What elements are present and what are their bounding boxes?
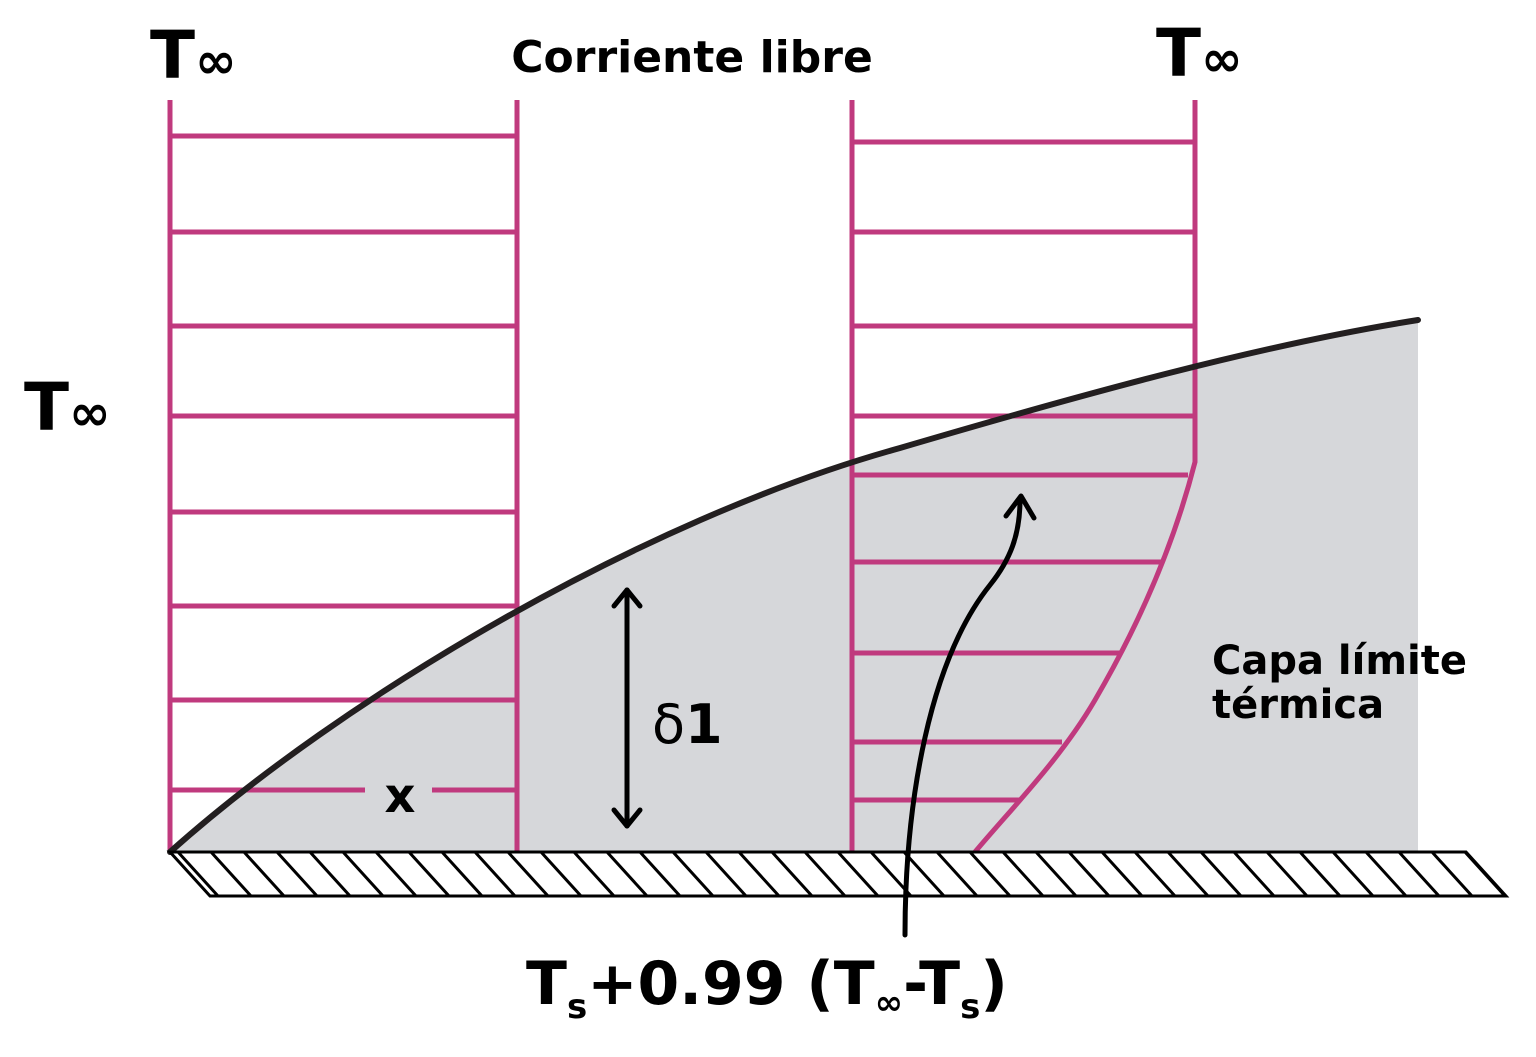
x-position-label: x [385, 768, 416, 824]
formula-pointer-arrow [902, 493, 1037, 938]
wall-hatch-line [308, 850, 352, 898]
wall-hatch-line [209, 850, 253, 898]
wall-hatch-line [737, 850, 781, 898]
wall-hatch-line [374, 850, 418, 898]
wall-hatch-line [1298, 850, 1342, 898]
right-temperature-profile [849, 100, 1198, 854]
wall-hatch-line [1397, 850, 1441, 898]
hatched-wall [166, 850, 1510, 898]
right-profile-edge [973, 100, 1198, 854]
wall-hatch-line [968, 850, 1012, 898]
wall-hatch-line [1331, 850, 1375, 898]
wall-hatch-line [1001, 850, 1045, 898]
wall-hatch-line [242, 850, 286, 898]
left-temperature-profile [167, 100, 520, 852]
wall-hatch-line [605, 850, 649, 898]
delta-label: δ1 [652, 693, 723, 756]
wall-hatch-line [1166, 850, 1210, 898]
boundary-layer-label-line1: Capa límite [1212, 638, 1467, 684]
pointer-arrow-head [1003, 493, 1037, 521]
wall-hatch-line [1430, 850, 1474, 898]
pointer-arrow-shaft [902, 497, 1023, 938]
wall-hatch-line [539, 850, 583, 898]
wall-hatch-line [1034, 850, 1078, 898]
t-infinity-side: T∞ [24, 369, 111, 446]
boundary-layer-region [170, 320, 1418, 852]
wall-hatch-line [1133, 850, 1177, 898]
wall-hatch-line [803, 850, 847, 898]
wall-hatch-line [638, 850, 682, 898]
wall-hatch-line [704, 850, 748, 898]
wall-hatch-line [572, 850, 616, 898]
boundary-layer-edge-curve [167, 317, 1421, 855]
wall-hatch-line [836, 850, 880, 898]
wall-hatch-line [1364, 850, 1408, 898]
wall-hatch-line [176, 850, 220, 898]
delta-arrow-head-top [611, 587, 643, 609]
wall-hatch-line [902, 850, 946, 898]
wall-hatch-line [1463, 850, 1507, 898]
wall-hatch-line [341, 850, 385, 898]
wall-hatch-line [935, 850, 979, 898]
wall-hatch-line [770, 850, 814, 898]
free-stream-label: Corriente libre [511, 32, 873, 83]
wall-hatch-line [473, 850, 517, 898]
wall-hatch-line [440, 850, 484, 898]
delta-thickness-arrow [611, 587, 643, 829]
delta-arrow-head-bottom [611, 807, 643, 829]
wall-hatch-line [506, 850, 550, 898]
wall-hatch-line [407, 850, 451, 898]
edge-temperature-formula: Ts+0.99 (T∞-Ts) [526, 949, 1008, 1027]
wall-hatch-lines [176, 850, 1507, 898]
t-infinity-left-top: T∞ [150, 17, 237, 94]
wall-hatch-line [275, 850, 319, 898]
wall-hatch-line [1199, 850, 1243, 898]
boundary-layer-label-line2: térmica [1212, 682, 1384, 728]
wall-hatch-line [1067, 850, 1111, 898]
t-infinity-right-top: T∞ [1156, 15, 1243, 92]
wall-hatch-line [1100, 850, 1144, 898]
wall-hatch-line [671, 850, 715, 898]
wall-hatch-line [1265, 850, 1309, 898]
wall-hatch-line [1232, 850, 1276, 898]
